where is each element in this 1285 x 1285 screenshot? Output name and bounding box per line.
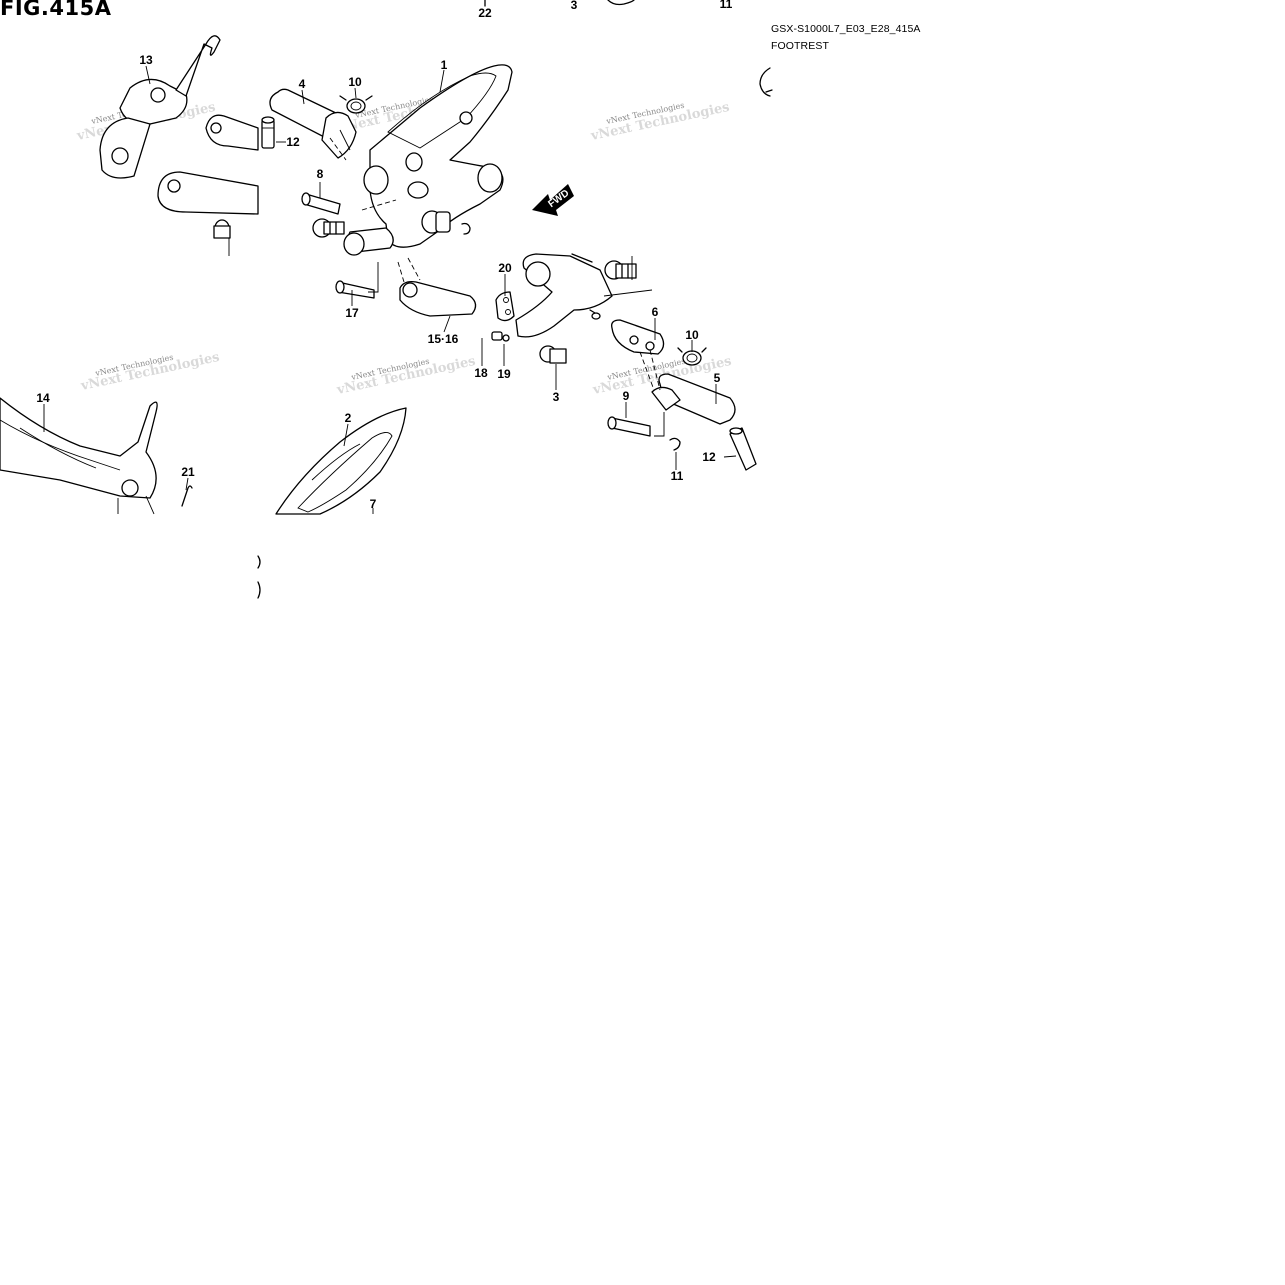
figure-number: FIG.415A xyxy=(0,0,112,20)
front-footrest-bracket xyxy=(363,64,513,248)
callout-18: 18 xyxy=(474,366,488,380)
pin-9 xyxy=(607,416,651,437)
callout-2: 2 xyxy=(345,411,352,425)
callout-9: 9 xyxy=(623,389,630,403)
link-rod xyxy=(343,227,394,256)
spring-10-top xyxy=(339,95,373,114)
bolt-3-bottom xyxy=(539,345,567,364)
rear-bracket-14 xyxy=(0,397,158,515)
bracket-plate-20 xyxy=(495,291,515,322)
peg-mount-6 xyxy=(611,319,665,355)
bolt-8 xyxy=(301,192,341,215)
forward-arrow: FWD xyxy=(532,184,574,216)
pedal-tip-15-16 xyxy=(399,280,477,317)
pin-17 xyxy=(335,280,375,299)
callout-17: 17 xyxy=(345,306,359,320)
callout-12-bottom: 12 xyxy=(702,450,716,464)
bolt-rear-upper xyxy=(604,260,637,280)
callout-labels: 22 3 11 13 4 10 1 12 8 20 17 15·16 6 10 … xyxy=(36,0,732,511)
callout-4: 4 xyxy=(299,77,306,91)
pin-12-top xyxy=(261,116,275,149)
top-fragments xyxy=(484,0,773,97)
bolt-lower-left xyxy=(312,218,345,238)
footrest-peg-4 xyxy=(269,88,357,159)
callout-8: 8 xyxy=(317,167,324,181)
callout-10-bottom: 10 xyxy=(685,328,699,342)
callout-11-bottom: 11 xyxy=(671,469,684,483)
screw-18 xyxy=(491,331,503,341)
callout-15-16: 15·16 xyxy=(428,332,459,346)
heel-guard-2 xyxy=(275,407,407,515)
callout-6: 6 xyxy=(652,305,659,319)
callout-1: 1 xyxy=(441,58,448,72)
clip-11-bottom xyxy=(669,437,681,451)
rear-footrest-bracket-right xyxy=(515,253,613,338)
callout-22: 22 xyxy=(478,6,492,20)
callout-3-top: 3 xyxy=(571,0,578,12)
callout-19: 19 xyxy=(497,367,511,381)
leader-lines xyxy=(43,65,737,491)
callout-20: 20 xyxy=(498,261,512,275)
callout-3-bottom: 3 xyxy=(553,390,560,404)
section-name: FOOTREST xyxy=(771,40,829,52)
cotter-pin-21 xyxy=(181,485,193,507)
bolt-left xyxy=(213,219,231,256)
washer-19 xyxy=(502,334,510,342)
callout-12-top: 12 xyxy=(286,135,300,149)
callout-21: 21 xyxy=(181,465,195,479)
spring-10-bottom xyxy=(677,347,707,366)
callout-14: 14 xyxy=(36,391,50,405)
callout-11-top: 11 xyxy=(720,0,733,11)
callout-5: 5 xyxy=(714,371,721,385)
model-code: GSX-S1000L7_E03_E28_415A xyxy=(771,23,921,35)
callout-10-top: 10 xyxy=(348,75,362,89)
callout-13: 13 xyxy=(139,53,153,67)
callout-7: 7 xyxy=(370,497,377,511)
rear-bracket-left xyxy=(99,35,259,215)
footrest-peg-5 xyxy=(651,373,736,425)
pin-12-bottom xyxy=(729,427,757,471)
